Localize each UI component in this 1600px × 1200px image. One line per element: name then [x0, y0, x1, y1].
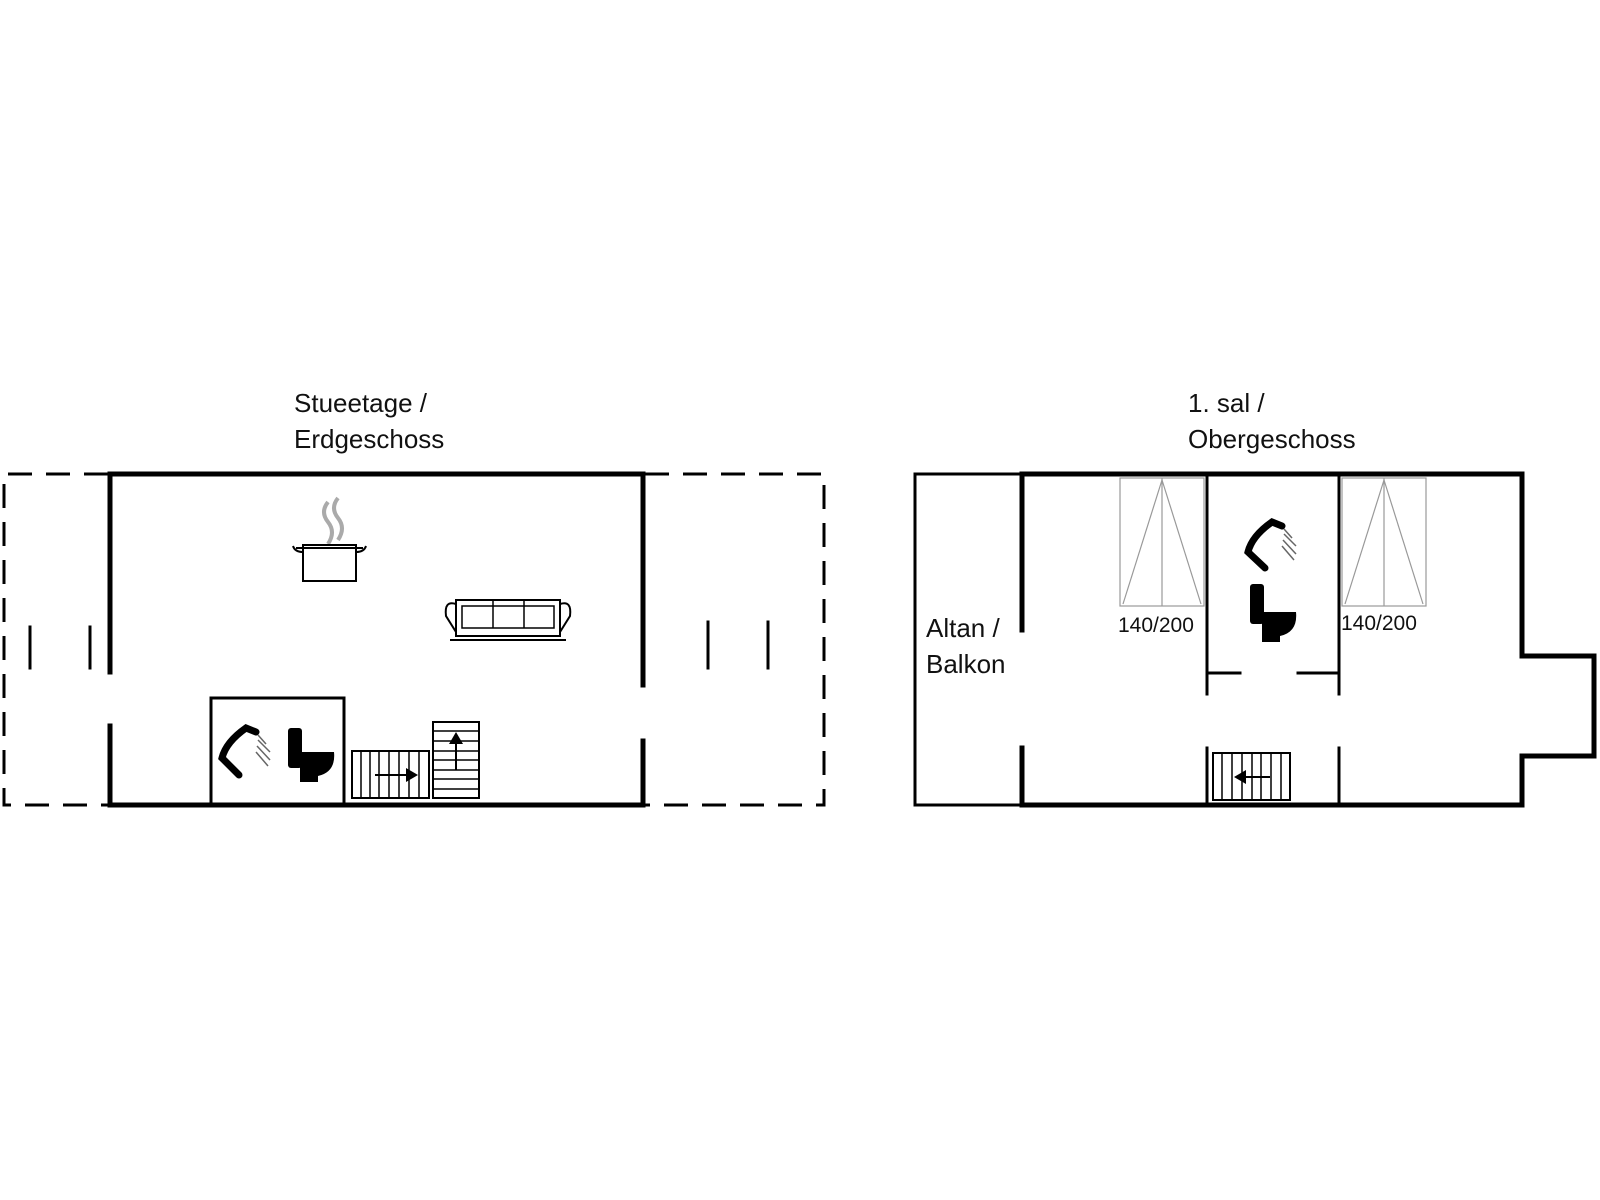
- shower-icon: [218, 724, 271, 779]
- stairs-icon: [432, 721, 480, 799]
- ground-floor-walls: [107, 471, 646, 808]
- sofa-icon: [444, 599, 572, 641]
- balcony-label-line1: Altan /: [926, 613, 1000, 643]
- double-bed-icon: [1119, 477, 1205, 607]
- balcony-outline: [913, 472, 1024, 807]
- ground-floor-plan: [2, 471, 826, 808]
- cooking-pot-icon: [292, 496, 367, 582]
- right-terrace-outline: [645, 472, 826, 807]
- stairs-icon: [351, 750, 430, 799]
- toilet-icon: [1250, 584, 1297, 642]
- left-terrace-outline: [2, 472, 108, 807]
- balcony-label-line2: Balkon: [926, 649, 1006, 679]
- shower-icon: [1244, 518, 1297, 572]
- first-floor-plan: [913, 471, 1597, 808]
- first-floor-title-line2: Obergeschoss: [1188, 424, 1356, 454]
- bed-size-label-right: 140/200: [1341, 612, 1417, 635]
- first-floor-title-line1: 1. sal /: [1188, 388, 1265, 418]
- first-floor-walls: [1019, 471, 1597, 808]
- ground-floor-title-line1: Stueetage /: [294, 388, 427, 418]
- double-bed-icon: [1341, 477, 1427, 607]
- ground-floor-title-line2: Erdgeschoss: [294, 424, 445, 454]
- bed-size-label-left: 140/200: [1118, 614, 1194, 637]
- stairs-icon: [1212, 752, 1291, 801]
- toilet-icon: [288, 728, 335, 782]
